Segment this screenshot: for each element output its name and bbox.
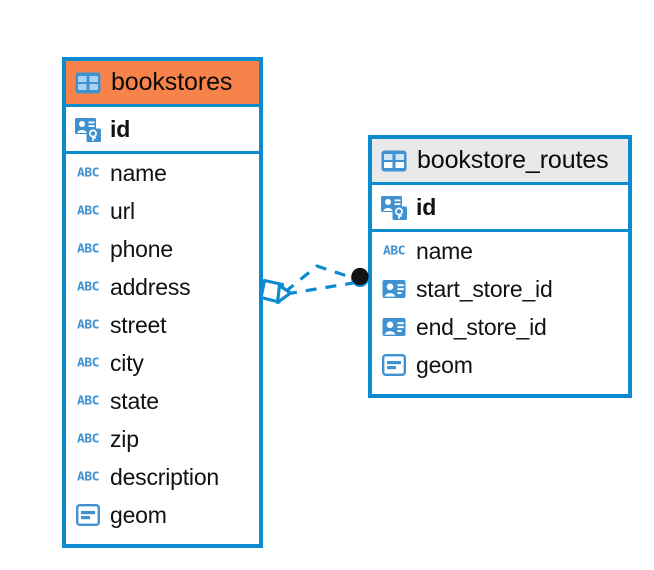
field-label: name xyxy=(110,159,167,186)
field-row-city[interactable]: ABC city xyxy=(66,344,259,382)
field-row-name[interactable]: ABC name xyxy=(66,154,259,192)
field-row-state[interactable]: ABC state xyxy=(66,382,259,420)
filled-circle-icon xyxy=(351,267,369,287)
field-row-zip[interactable]: ABC zip xyxy=(66,420,259,458)
primary-key-section: id xyxy=(66,107,259,154)
field-list-bookstore-routes: ABC name start_store_id xyxy=(372,232,628,384)
field-row-start-store-id[interactable]: start_store_id xyxy=(372,270,628,308)
field-label: street xyxy=(110,311,167,338)
field-row-description[interactable]: ABC description xyxy=(66,458,259,496)
foreign-key-icon xyxy=(381,314,407,340)
text-type-icon: ABC xyxy=(77,204,99,218)
text-type-icon: ABC xyxy=(77,318,99,332)
text-type-icon: ABC xyxy=(77,280,99,294)
field-label: id xyxy=(416,193,437,220)
primary-key-icon xyxy=(75,116,101,142)
field-label: address xyxy=(110,273,191,300)
entity-header-bookstore-routes[interactable]: bookstore_routes xyxy=(372,139,628,185)
entity-header-bookstores[interactable]: bookstores xyxy=(66,61,259,107)
entity-bookstore-routes[interactable]: bookstore_routes xyxy=(368,135,632,398)
field-row-geom[interactable]: geom xyxy=(372,346,628,384)
entity-bookstores[interactable]: bookstores xyxy=(62,57,263,548)
field-label: zip xyxy=(110,425,139,452)
table-icon xyxy=(381,148,407,174)
field-label: description xyxy=(110,463,220,490)
field-label: id xyxy=(110,115,131,142)
primary-key-section: id xyxy=(372,185,628,232)
text-type-icon: ABC xyxy=(77,394,99,408)
field-label: end_store_id xyxy=(416,313,547,340)
field-list-bookstores: ABC name ABC url ABC phone ABC xyxy=(66,154,259,534)
relationship-line-lower xyxy=(285,280,360,296)
field-label: name xyxy=(416,237,473,264)
text-type-icon: ABC xyxy=(77,356,99,370)
field-label: start_store_id xyxy=(416,275,553,302)
crows-foot-diamond-icon xyxy=(259,278,293,305)
text-type-icon: ABC xyxy=(77,166,99,180)
field-row-id[interactable]: id xyxy=(66,107,259,151)
text-type-icon: ABC xyxy=(77,470,99,484)
text-type-icon: ABC xyxy=(383,244,405,258)
field-row-address[interactable]: ABC address xyxy=(66,268,259,306)
field-row-name[interactable]: ABC name xyxy=(372,232,628,270)
field-label: city xyxy=(110,349,144,376)
text-type-icon: ABC xyxy=(77,242,99,256)
field-label: state xyxy=(110,387,159,414)
geometry-icon xyxy=(75,502,101,528)
field-row-geom[interactable]: geom xyxy=(66,496,259,534)
table-icon xyxy=(75,70,101,96)
field-label: geom xyxy=(416,351,473,378)
field-row-url[interactable]: ABC url xyxy=(66,192,259,230)
entity-title: bookstore_routes xyxy=(417,146,609,174)
field-row-street[interactable]: ABC street xyxy=(66,306,259,344)
foreign-key-icon xyxy=(381,276,407,302)
text-type-icon: ABC xyxy=(77,432,99,446)
entity-title: bookstores xyxy=(111,68,233,96)
field-label: geom xyxy=(110,501,167,528)
field-row-end-store-id[interactable]: end_store_id xyxy=(372,308,628,346)
field-label: url xyxy=(110,197,135,224)
field-label: phone xyxy=(110,235,173,262)
relationship-line-upper xyxy=(283,264,360,294)
primary-key-icon xyxy=(381,194,407,220)
field-row-id[interactable]: id xyxy=(372,185,628,229)
field-row-phone[interactable]: ABC phone xyxy=(66,230,259,268)
relationship-connector[interactable] xyxy=(255,240,380,310)
geometry-icon xyxy=(381,352,407,378)
